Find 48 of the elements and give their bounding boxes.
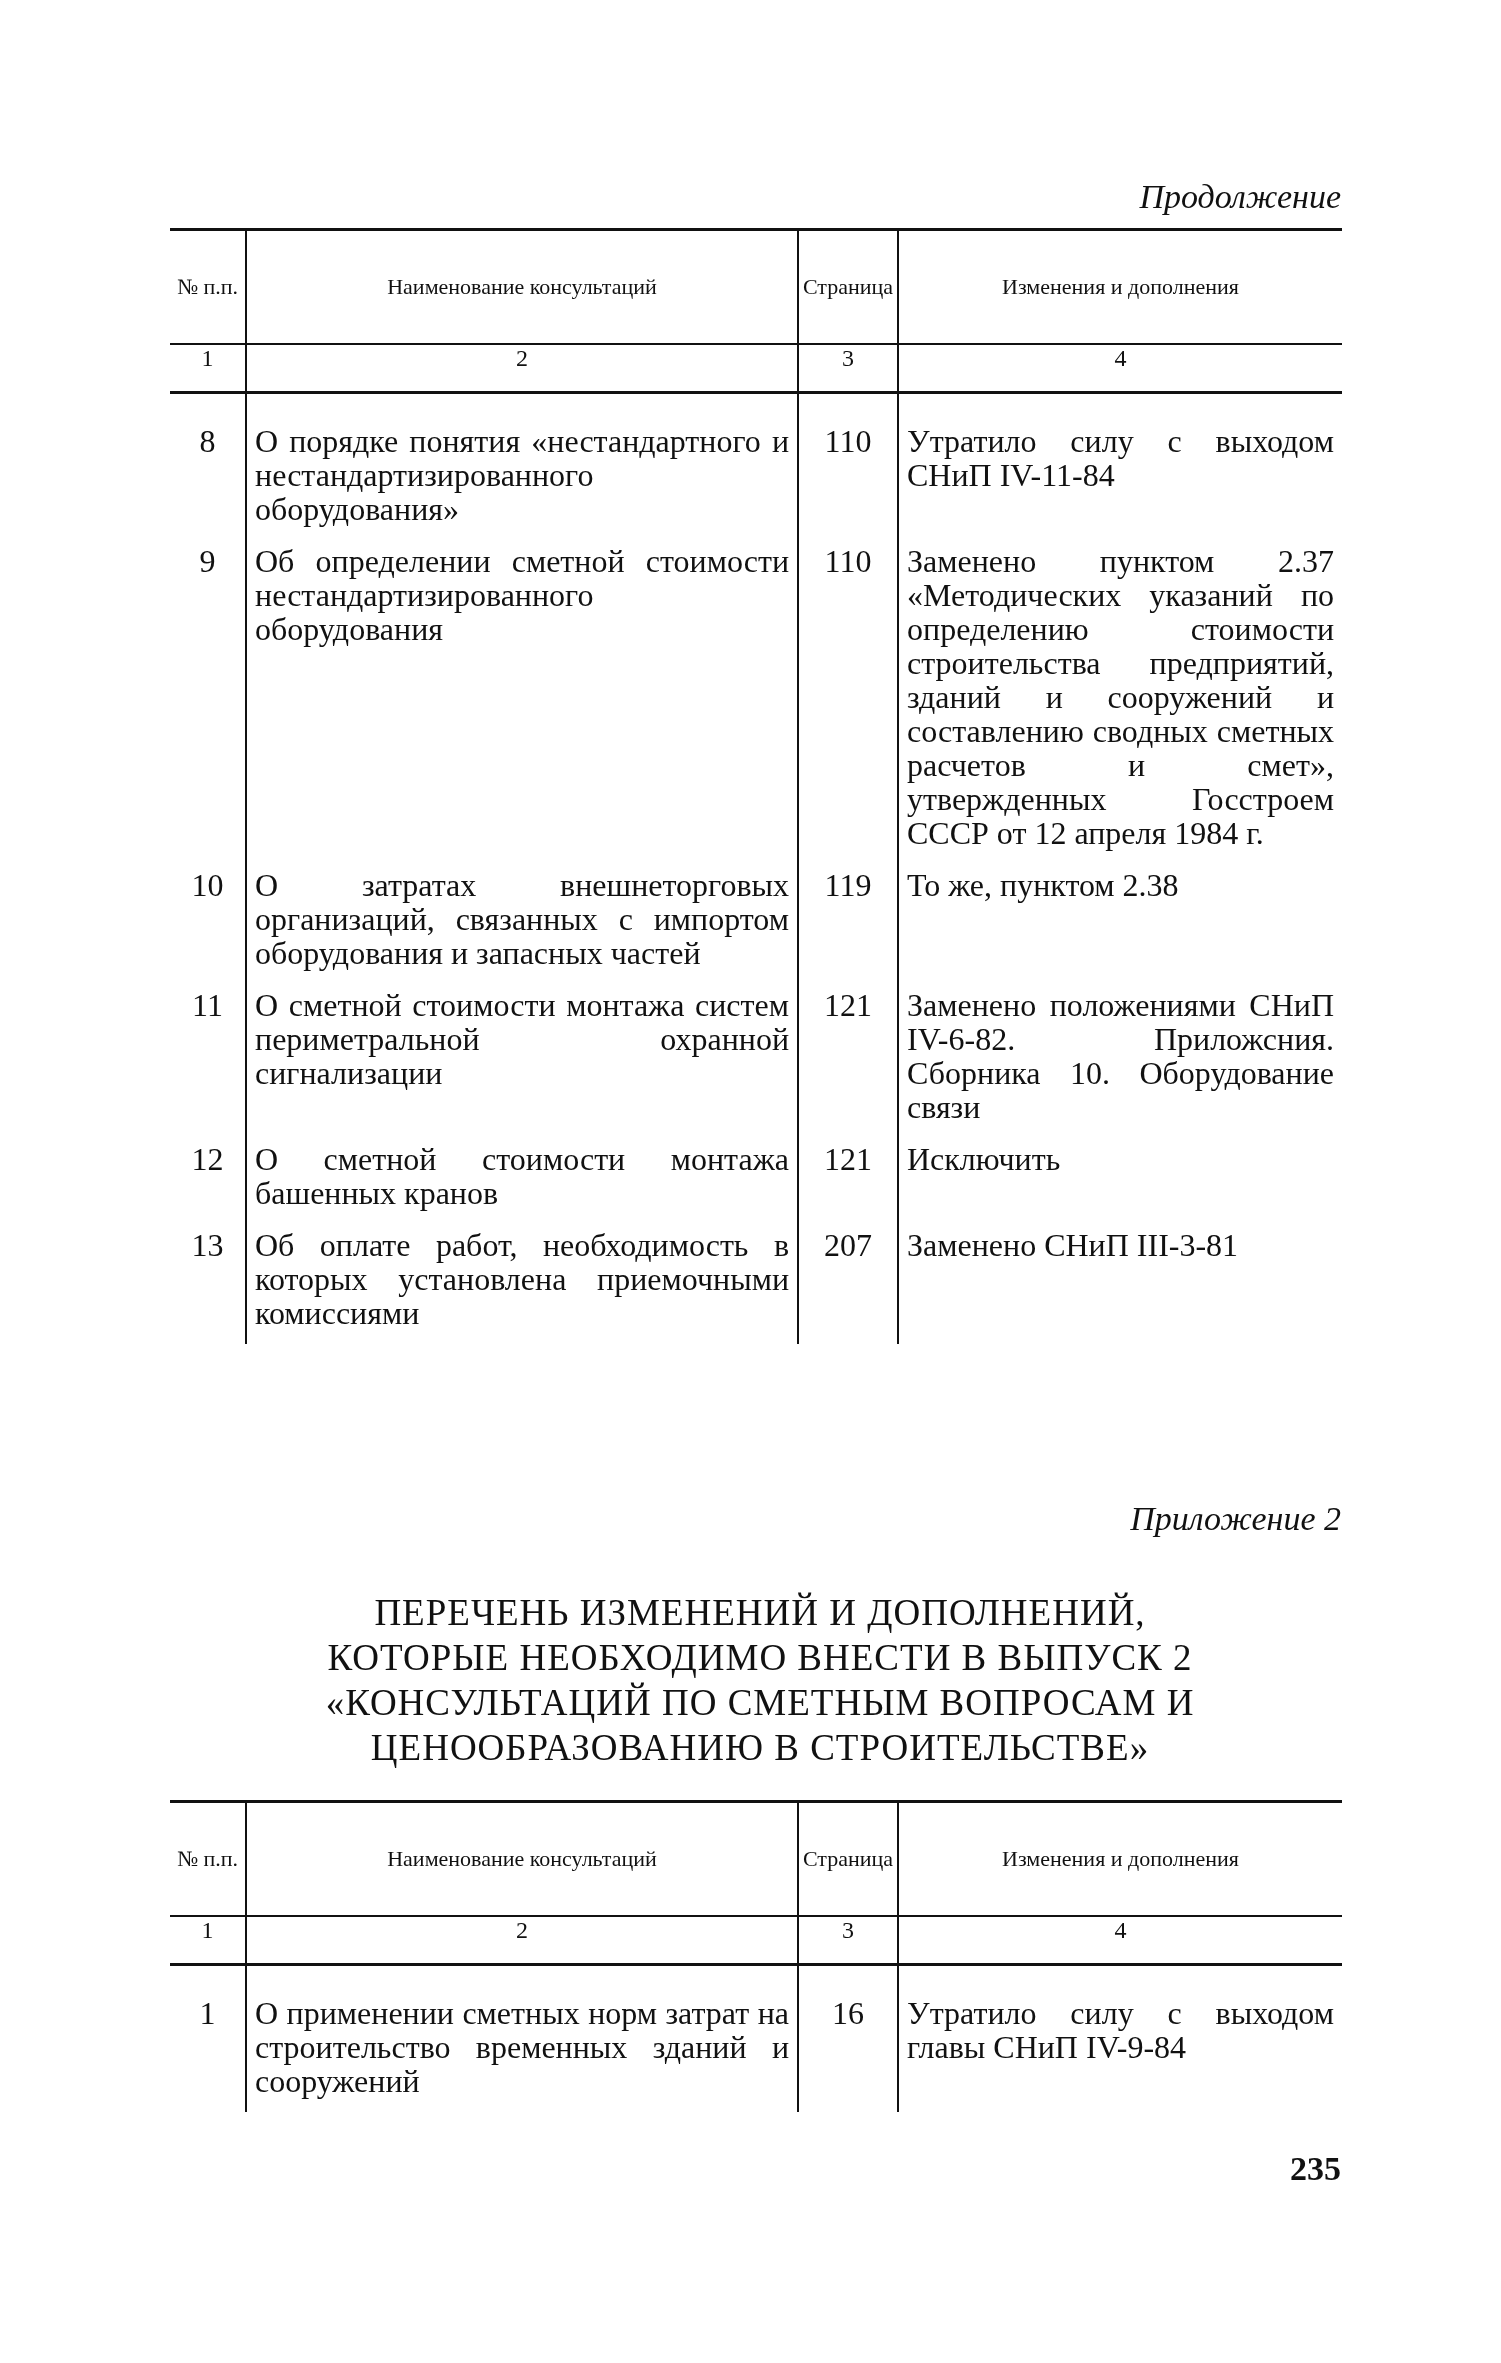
column-number: 3 <box>798 1916 898 1965</box>
item-number: 8 <box>170 392 246 536</box>
change-note: Заменено СНиП III-3-81 <box>898 1220 1342 1344</box>
consultation-title: Об определении сметной стоимости нестандартизированного оборудования <box>246 536 798 860</box>
column-heading: Страница <box>798 229 898 344</box>
column-number: 1 <box>170 344 246 393</box>
column-number: 2 <box>246 344 798 393</box>
page-number: 235 <box>1290 2150 1341 2188</box>
page-reference: 110 <box>798 392 898 536</box>
consultation-title: О сметной стоимости монтажа систем периметральной охранной сигнализации <box>246 980 798 1134</box>
list-heading: ПЕРЕЧЕНЬ ИЗМЕНЕНИЙ И ДОПОЛНЕНИЙ, КОТОРЫЕ НЕОБХОДИМО ВНЕСТИ В ВЫПУСК 2 «КОНСУЛЬТАЦИЙ ПО СМЕТНЫМ ВОПРОСАМ И ЦЕНООБРАЗОВАНИЮ В СТРОИТЕЛЬСТВЕ» <box>324 1591 1196 1770</box>
item-number: 11 <box>170 980 246 1134</box>
column-number: 4 <box>898 1916 1342 1965</box>
page-reference: 16 <box>798 1964 898 2112</box>
item-number: 13 <box>170 1220 246 1344</box>
page-reference: 119 <box>798 860 898 980</box>
column-number: 4 <box>898 344 1342 393</box>
consultation-title: О применении сметных норм затрат на строительство временных зданий и сооружений <box>246 1964 798 2112</box>
column-heading: № п.п. <box>170 229 246 344</box>
item-number: 10 <box>170 860 246 980</box>
change-note: Утратило силу с выходом главы СНиП IV-9-84 <box>898 1964 1342 2112</box>
consultation-title: О сметной стоимости монтажа башенных кранов <box>246 1134 798 1220</box>
change-note: Заменено пунктом 2.37 «Методических указаний по определению стоимости строительства предприятий, зданий и сооружений и составлению сводных сметных расчетов и смет», утвержденных Госстроем СССР от 12 апреля 1984 г. <box>898 536 1342 860</box>
continuation-note: Продолжение <box>1139 178 1341 216</box>
change-note: Заменено положениями СНиП IV-6-82. Приложсния. Сборника 10. Оборудование связи <box>898 980 1342 1134</box>
change-note: Утратило силу с выходом СНиП IV-11-84 <box>898 392 1342 536</box>
item-number: 9 <box>170 536 246 860</box>
item-number: 12 <box>170 1134 246 1220</box>
consultation-title: О затратах внешнеторговых организаций, связанных с импортом оборудования и запасных частей <box>246 860 798 980</box>
column-number: 3 <box>798 344 898 393</box>
column-heading: Наименование консультаций <box>246 1801 798 1916</box>
appendix-label: Приложение 2 <box>1130 1500 1341 1538</box>
page-reference: 110 <box>798 536 898 860</box>
item-number: 1 <box>170 1964 246 2112</box>
page-reference: 121 <box>798 1134 898 1220</box>
consultation-title: Об оплате работ, необходимость в которых установлена приемочными комиссиями <box>246 1220 798 1344</box>
consultation-title: О порядке понятия «нестандартного и нестандартизированного оборудования» <box>246 392 798 536</box>
page-reference: 207 <box>798 1220 898 1344</box>
column-heading: Наименование консультаций <box>246 229 798 344</box>
column-number: 1 <box>170 1916 246 1965</box>
column-heading: Изменения и дополнения <box>898 229 1342 344</box>
column-number: 2 <box>246 1916 798 1965</box>
column-heading: Страница <box>798 1801 898 1916</box>
column-heading: № п.п. <box>170 1801 246 1916</box>
change-note: То же, пунктом 2.38 <box>898 860 1342 980</box>
change-note: Исключить <box>898 1134 1342 1220</box>
column-heading: Изменения и дополнения <box>898 1801 1342 1916</box>
page-reference: 121 <box>798 980 898 1134</box>
